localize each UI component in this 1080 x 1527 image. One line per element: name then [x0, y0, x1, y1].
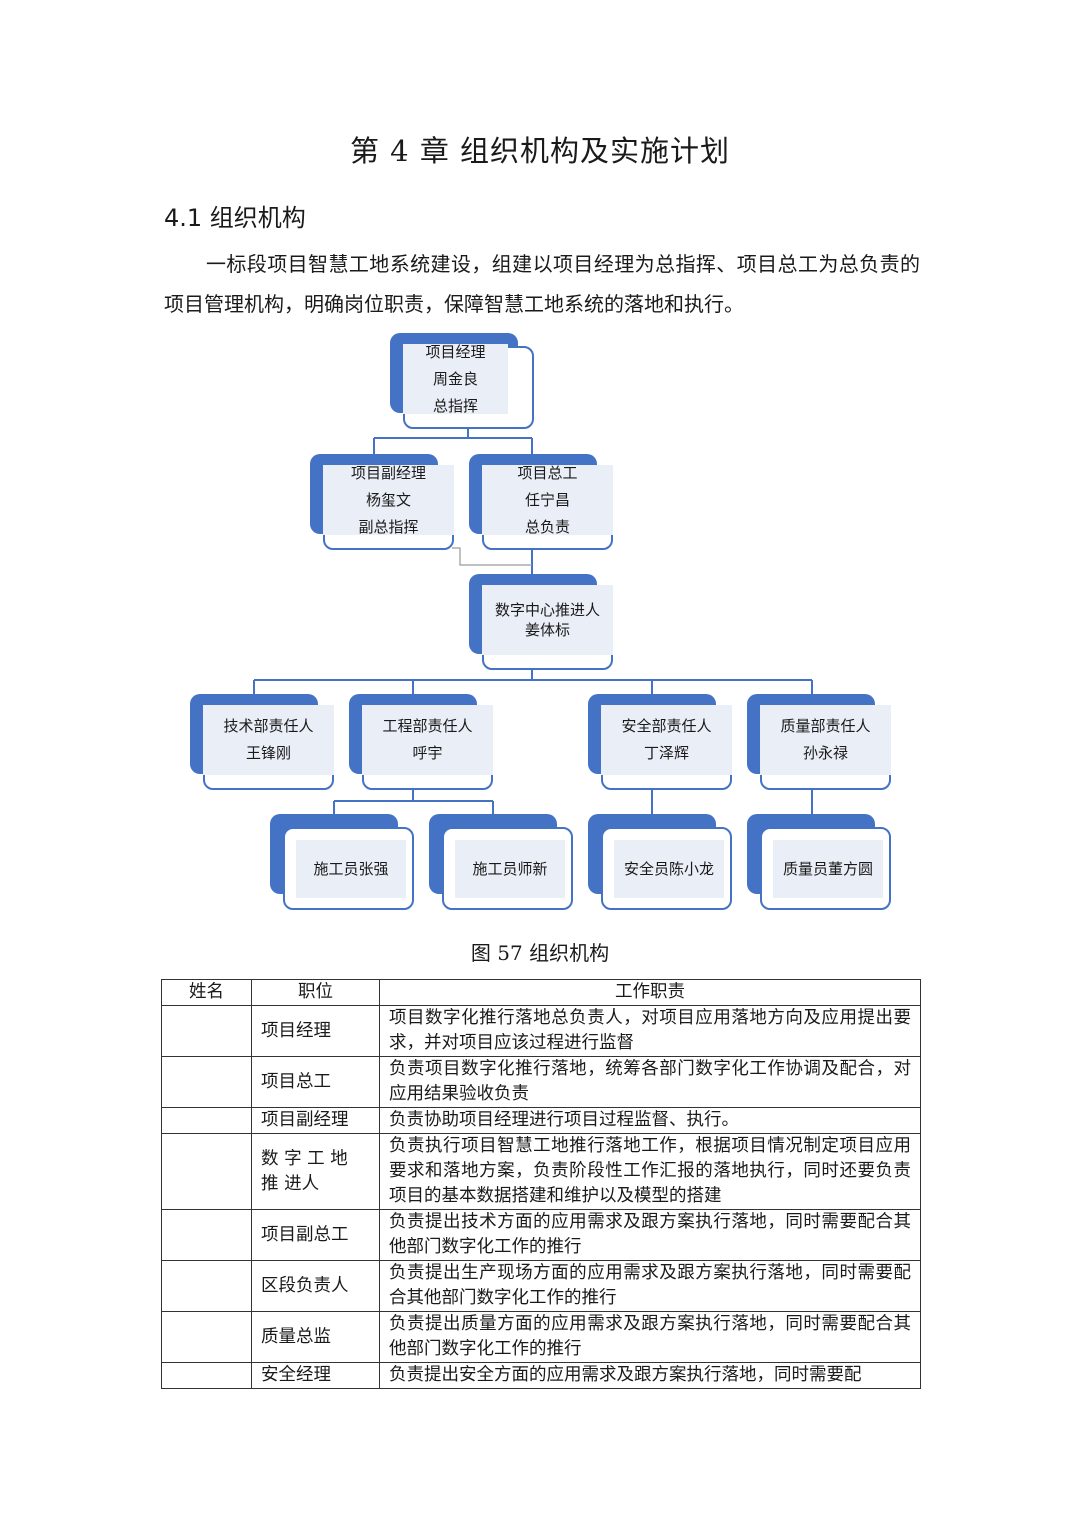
chapter-title: 第 4 章 组织机构及实施计划 [349, 134, 731, 168]
node-person: 杨玺文 [365, 490, 411, 509]
cell-name [161, 1311, 252, 1363]
cell-name [161, 1209, 252, 1261]
cell-position: 区段负责人 [251, 1260, 380, 1312]
cell-duty: 负责提出生产现场方面的应用需求及跟方案执行落地，同时需要配合其他部门数字化工作的… [379, 1260, 921, 1312]
table-row: 安全经理 负责提出安全方面的应用需求及跟方案执行落地，同时需要配 [161, 1362, 921, 1389]
cell-name [161, 1107, 252, 1134]
intro-paragraph: 一标段项目智慧工地系统建设，组建以项目经理为总指挥、项目总工为总负责的项目管理机… [164, 252, 920, 316]
table-header-row: 姓名 职位 工作职责 [161, 979, 921, 1006]
org-node-project-manager: 项目经理 周金良 总指挥 [390, 333, 534, 429]
table-row: 区段负责人 负责提出生产现场方面的应用需求及跟方案执行落地，同时需要配合其他部门… [161, 1260, 921, 1312]
connector-line-thin [452, 547, 532, 566]
header-duty: 工作职责 [379, 979, 921, 1006]
table-row: 质量总监 负责提出质量方面的应用需求及跟方案执行落地，同时需要配合其他部门数字化… [161, 1311, 921, 1363]
table-row: 项目副总工 负责提出技术方面的应用需求及跟方案执行落地，同时需要配合其他部门数字… [161, 1209, 921, 1261]
cell-position: 数 字 工 地 推 进人 [251, 1133, 380, 1210]
org-node-tech-dept: 技术部责任人 王锋刚 [190, 694, 334, 790]
cell-position: 项目总工 [251, 1056, 380, 1108]
node-title: 项目副经理 [350, 463, 426, 482]
cell-duty: 负责协助项目经理进行项目过程监督、执行。 [379, 1107, 921, 1134]
org-node-eng-dept: 工程部责任人 呼宇 [349, 694, 493, 790]
org-node-chief-engineer: 项目总工 任宁昌 总负责 [469, 454, 613, 550]
org-node-safety-dept: 安全部责任人 丁泽辉 [588, 694, 732, 790]
org-node-digital-center: 数字中心推进人 姜体标 [469, 574, 613, 670]
node-person: 周金良 [432, 369, 478, 388]
node-title: 安全部责任人 [621, 717, 712, 735]
node-title: 安全员陈小龙 [623, 859, 714, 878]
figure-caption: 图 57 组织机构 [470, 941, 610, 965]
table-row: 项目总工 负责项目数字化推行落地，统筹各部门数字化工作协调及配合，对应用结果验收… [161, 1056, 921, 1108]
table-row: 项目副经理 负责协助项目经理进行项目过程监督、执行。 [161, 1107, 921, 1134]
cell-duty: 负责提出安全方面的应用需求及跟方案执行落地，同时需要配 [379, 1362, 921, 1389]
cell-duty: 负责提出技术方面的应用需求及跟方案执行落地，同时需要配合其他部门数字化工作的推行 [379, 1209, 921, 1261]
node-person: 任宁昌 [524, 490, 570, 509]
cell-position: 安全经理 [251, 1362, 380, 1389]
node-person: 孙永禄 [802, 744, 848, 762]
header-name: 姓名 [161, 979, 252, 1006]
cell-position: 项目副总工 [251, 1209, 380, 1261]
org-node-deputy-pm: 项目副经理 杨玺文 副总指挥 [310, 454, 454, 550]
org-node-worker-2: 施工员师新 [429, 814, 573, 910]
org-node-worker-1: 施工员张强 [270, 814, 414, 910]
node-person: 呼宇 [412, 744, 443, 762]
node-title: 数字中心推进人 [494, 601, 600, 619]
node-title: 施工员张强 [313, 859, 389, 878]
cell-duty: 负责项目数字化推行落地，统筹各部门数字化工作协调及配合，对应用结果验收负责 [379, 1056, 921, 1108]
header-position: 职位 [251, 979, 380, 1006]
table-row: 项目经理 项目数字化推行落地总负责人，对项目应用落地方向及应用提出要求，并对项目… [161, 1005, 921, 1057]
cell-name [161, 1005, 252, 1057]
cell-name [161, 1362, 252, 1389]
node-title: 项目经理 [425, 342, 486, 361]
duties-table: 姓名 职位 工作职责 项目经理 项目数字化推行落地总负责人，对项目应用落地方向及… [161, 979, 921, 1389]
node-title: 项目总工 [517, 463, 578, 482]
node-role: 总指挥 [432, 396, 478, 415]
cell-position: 项目经理 [251, 1005, 380, 1057]
node-person: 丁泽辉 [643, 744, 689, 762]
node-title: 技术部责任人 [223, 717, 314, 735]
cell-duty: 项目数字化推行落地总负责人，对项目应用落地方向及应用提出要求，并对项目应该过程进… [379, 1005, 921, 1057]
org-node-quality-dept: 质量部责任人 孙永禄 [747, 694, 891, 790]
node-role: 副总指挥 [358, 517, 419, 536]
node-title: 质量员董方圆 [782, 859, 873, 878]
node-person: 姜体标 [524, 621, 570, 639]
cell-duty: 负责执行项目智慧工地推行落地工作，根据项目情况制定项目应用要求和落地方案，负责阶… [379, 1133, 921, 1210]
node-title: 施工员师新 [472, 859, 548, 878]
section-title: 4.1 组织机构 [164, 204, 306, 232]
table-row: 数 字 工 地 推 进人 负责执行项目智慧工地推行落地工作，根据项目情况制定项目… [161, 1133, 921, 1210]
cell-duty: 负责提出质量方面的应用需求及跟方案执行落地，同时需要配合其他部门数字化工作的推行 [379, 1311, 921, 1363]
org-chart: 项目经理 周金良 总指挥 项目副经理 杨玺文 副总指挥 项目总工 任宁昌 总负责… [190, 333, 891, 910]
node-title: 工程部责任人 [382, 717, 473, 735]
cell-name [161, 1056, 252, 1108]
node-role: 总负责 [524, 517, 570, 536]
cell-position: 项目副经理 [251, 1107, 380, 1134]
cell-name [161, 1260, 252, 1312]
node-title: 质量部责任人 [780, 717, 871, 735]
org-node-quality-officer: 质量员董方圆 [747, 814, 891, 910]
cell-name [161, 1133, 252, 1210]
org-node-safety-officer: 安全员陈小龙 [588, 814, 732, 910]
cell-position: 质量总监 [251, 1311, 380, 1363]
node-person: 王锋刚 [245, 744, 291, 762]
